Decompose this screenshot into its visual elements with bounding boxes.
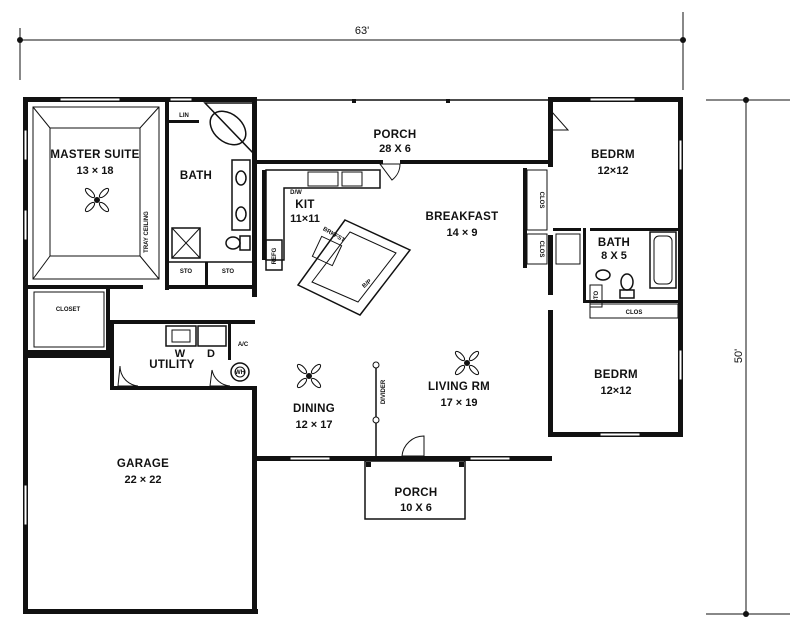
living-room-label: LIVING RM bbox=[428, 381, 490, 393]
depth-dimension-line bbox=[706, 97, 790, 617]
master-closet-outline bbox=[33, 291, 105, 348]
divider-column bbox=[372, 361, 380, 456]
bedroom-1-label: BEDRM bbox=[591, 149, 635, 161]
closet-label: CLOSET bbox=[56, 307, 81, 313]
kitchen-label: KIT bbox=[295, 199, 314, 211]
porch-columns bbox=[352, 99, 450, 103]
master-suite-size: 13 × 18 bbox=[76, 165, 113, 177]
breakfast-bar-label: BRKFST bbox=[321, 226, 345, 244]
width-dimension-label: 63' bbox=[355, 25, 369, 37]
ac-label: A/C bbox=[238, 342, 249, 348]
windows bbox=[23, 97, 683, 526]
bedroom-closets bbox=[526, 169, 679, 319]
bath2-fixtures bbox=[595, 269, 635, 299]
door-swings bbox=[117, 110, 570, 457]
master-bath-label: BATH bbox=[180, 170, 212, 182]
bar-label: B/P bbox=[362, 279, 374, 290]
divider-label: DIVIDER bbox=[381, 379, 387, 404]
closet-label: CLOS bbox=[538, 192, 544, 209]
ceiling-fan-icon bbox=[454, 350, 480, 376]
utility-label: UTILITY bbox=[149, 359, 195, 371]
master-suite-label: MASTER SUITE bbox=[50, 149, 139, 161]
kitchen-counter bbox=[265, 169, 381, 261]
bedroom-1-size: 12×12 bbox=[598, 165, 629, 177]
ceiling-fan-icon bbox=[84, 187, 110, 213]
garage-label: GARAGE bbox=[117, 458, 169, 470]
breakfast-size: 14 × 9 bbox=[447, 227, 478, 239]
utility-fixtures bbox=[165, 325, 250, 382]
refrigerator-label: REFG bbox=[272, 247, 278, 264]
washer-label: W bbox=[175, 348, 186, 360]
dining-label: DINING bbox=[293, 403, 335, 415]
bath-2-label: BATH bbox=[598, 237, 630, 249]
storage-label: STO bbox=[222, 269, 235, 275]
width-dimension-line bbox=[17, 12, 686, 90]
bathtub-icon bbox=[649, 231, 677, 289]
dishwasher-label: D/W bbox=[290, 190, 302, 196]
living-room-size: 17 × 19 bbox=[440, 397, 477, 409]
front-porch-label: PORCH bbox=[394, 487, 437, 499]
bathtub-icon bbox=[203, 102, 256, 157]
breakfast-label: BREAKFAST bbox=[426, 211, 499, 223]
rear-porch-label: PORCH bbox=[373, 129, 416, 141]
toilet-icon bbox=[225, 235, 251, 251]
bedroom-2-size: 12×12 bbox=[601, 385, 632, 397]
shower-icon bbox=[171, 227, 201, 259]
tray-ceiling-label: TRAY CEILING bbox=[144, 211, 150, 253]
closet-label: CLOS bbox=[626, 310, 643, 316]
ceiling-fan-icon bbox=[296, 363, 322, 389]
tray-ceiling-outline bbox=[32, 106, 160, 280]
kitchen-size: 11×11 bbox=[290, 213, 320, 225]
water-heater-label: WH bbox=[235, 370, 245, 376]
dining-size: 12 × 17 bbox=[295, 419, 332, 431]
vanity-sinks-icon bbox=[231, 159, 251, 231]
linen-label: LIN bbox=[179, 113, 189, 119]
closet-label: CLOS bbox=[538, 241, 544, 258]
storage-label: STO bbox=[180, 269, 193, 275]
rear-porch-size: 28 X 6 bbox=[379, 143, 411, 155]
front-porch-size: 10 X 6 bbox=[400, 502, 432, 514]
depth-dimension-label: 50' bbox=[733, 349, 745, 363]
bath-2-size: 8 X 5 bbox=[601, 250, 627, 262]
dryer-label: D bbox=[207, 348, 215, 360]
refrigerator-icon bbox=[265, 239, 283, 271]
kitchen-island bbox=[296, 219, 412, 316]
interior-walls bbox=[23, 102, 680, 390]
front-porch bbox=[364, 460, 466, 520]
bedroom-2-label: BEDRM bbox=[594, 369, 638, 381]
garage-size: 22 × 22 bbox=[124, 474, 161, 486]
storage-label: STO bbox=[594, 291, 600, 304]
exterior-walls bbox=[23, 97, 683, 614]
